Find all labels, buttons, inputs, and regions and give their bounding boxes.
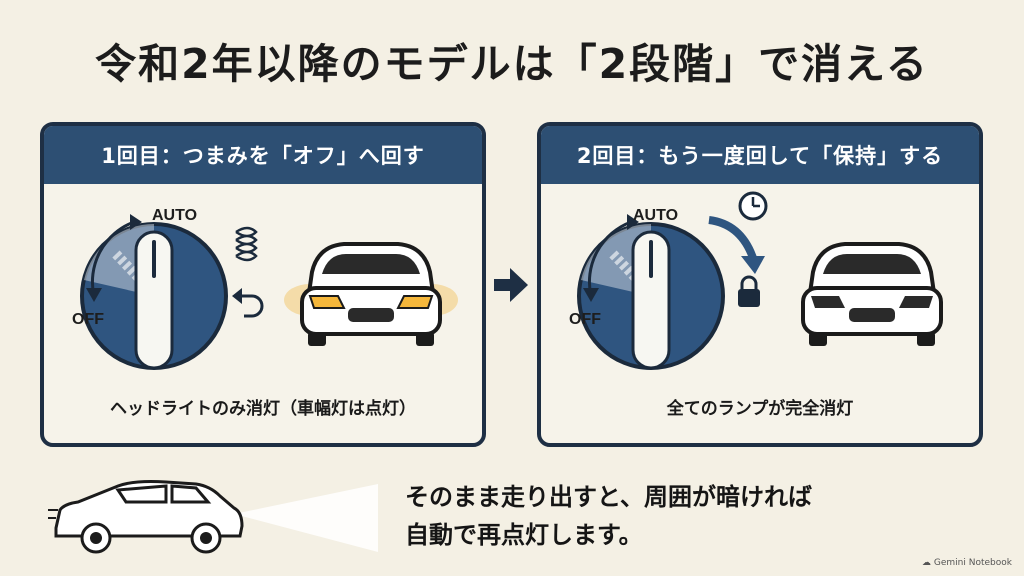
spring-icon xyxy=(235,226,258,262)
headlight-beam xyxy=(234,484,378,552)
brand-icon: ☁ xyxy=(921,558,931,568)
off-label: OFF xyxy=(569,311,601,328)
light-switch-dial xyxy=(80,222,228,370)
rotate-arrow-icon xyxy=(587,220,632,297)
auto-label: AUTO xyxy=(152,207,197,224)
rotate-arrow-icon xyxy=(90,220,135,297)
next-step-arrow-icon xyxy=(494,268,528,302)
clock-icon xyxy=(738,191,768,221)
car-front-lights-on xyxy=(284,242,458,346)
footer-brand: ☁ Gemini Notebook xyxy=(922,558,1012,568)
light-switch-dial xyxy=(577,222,725,370)
bottom-note-line-1: そのまま走り出すと、周囲が暗ければ xyxy=(405,483,813,511)
car-front-lights-off xyxy=(801,242,943,346)
step-2-heading: 2回目：もう一度回して「保持」する xyxy=(541,126,979,184)
footer-label: Gemini Notebook xyxy=(933,558,1012,568)
auto-label: AUTO xyxy=(633,207,678,224)
bottom-note-line-2: 自動で再点灯します。 xyxy=(405,521,643,549)
lock-icon xyxy=(738,275,760,307)
bottom-note: そのまま走り出すと、周囲が暗ければ 自動で再点灯します。 xyxy=(405,478,812,554)
step-1-caption: ヘッドライトのみ消灯（車幅灯は点灯） xyxy=(110,399,416,419)
step-1-panel: 1回目：つまみを「オフ」へ回す AUTO OFF xyxy=(40,122,486,447)
hold-arrow-icon xyxy=(708,216,757,260)
step-2-illustration: AUTO OFF xyxy=(569,191,943,370)
off-label: OFF xyxy=(72,311,104,328)
step-1-heading: 1回目：つまみを「オフ」へ回す xyxy=(44,126,482,184)
step-1-illustration: AUTO OFF xyxy=(72,207,458,370)
step-2-panel: 2回目：もう一度回して「保持」する AUTO OFF xyxy=(537,122,983,447)
driving-car-illustration xyxy=(48,480,378,554)
page-title: 令和2年以降のモデルは「2段階」で消える xyxy=(95,40,929,88)
step-2-caption: 全てのランプが完全消灯 xyxy=(666,399,854,419)
return-arrow-icon xyxy=(232,288,264,318)
